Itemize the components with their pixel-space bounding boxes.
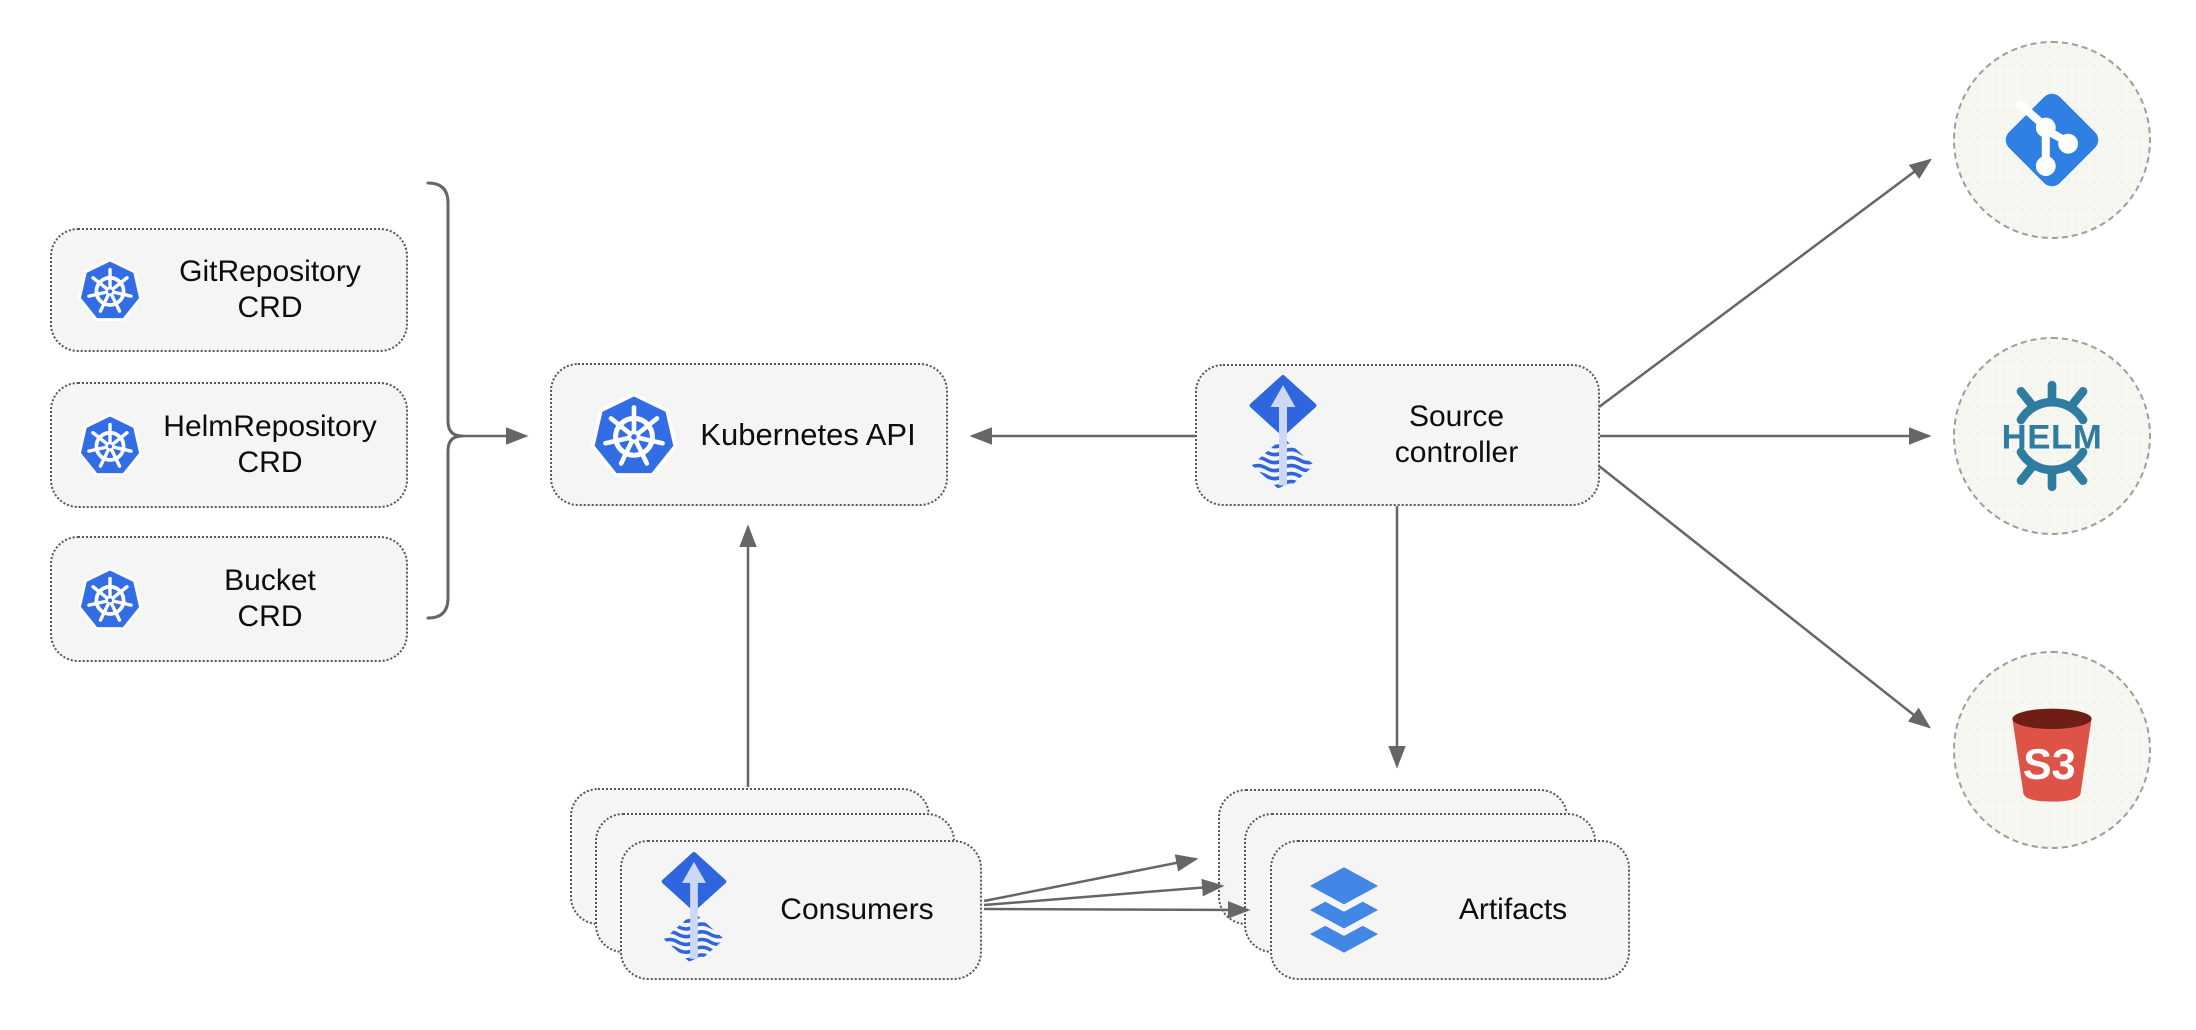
consumers-label: Consumers (780, 893, 934, 926)
git-source-circle (1953, 41, 2151, 239)
bucket-crd-node: Bucket CRD (50, 536, 408, 662)
helm-source-circle: HELM (1953, 337, 2151, 535)
gitrepository-crd-node: GitRepository CRD (50, 228, 408, 352)
kubernetes-api-label: Kubernetes API (700, 416, 916, 452)
crd2-line2: CRD (237, 600, 303, 633)
arrow-consumers-to-artifacts-2 (983, 878, 1225, 907)
git-icon (2005, 93, 2099, 187)
crd0-line1: GitRepository (179, 255, 361, 288)
s3-label: S3 (2022, 741, 2077, 789)
crd2-line1: Bucket (224, 564, 316, 597)
crd1-line1: HelmRepository (163, 410, 377, 443)
arrow-source-controller-to-s3 (1598, 465, 1931, 729)
flux-icon (654, 852, 734, 968)
source-line1: Source (1408, 400, 1505, 433)
kubernetes-icon (588, 389, 680, 481)
source-line2: controller (1394, 436, 1519, 469)
layers-icon (1290, 858, 1398, 962)
helm-icon: HELM (2002, 380, 2103, 492)
flux-icon (1241, 375, 1325, 495)
arrow-consumers-to-artifacts-3 (983, 901, 1251, 919)
gitrepository-crd-label: GitRepository CRD (144, 254, 406, 326)
arrow-consumers-to-artifacts-1 (983, 854, 1199, 903)
crd1-line2: CRD (237, 446, 303, 479)
helm-label: HELM (2002, 418, 2103, 456)
kubernetes-api-node: Kubernetes API (550, 363, 948, 506)
artifacts-node: Artifacts (1270, 840, 1630, 980)
kubernetes-icon (76, 565, 144, 633)
kubernetes-icon (76, 256, 144, 324)
s3-bucket-icon: S3 (2012, 708, 2092, 802)
bucket-crd-label: Bucket CRD (144, 563, 406, 635)
helmrepository-crd-label: HelmRepository CRD (144, 409, 406, 481)
crd0-line2: CRD (237, 291, 303, 324)
crd-group-bracket (426, 181, 464, 620)
s3-source-circle: S3 (1953, 651, 2151, 849)
source-controller-label: Source controller (1325, 399, 1598, 471)
consumers-node: Consumers (620, 840, 982, 980)
artifacts-label: Artifacts (1458, 893, 1568, 926)
kubernetes-icon (76, 411, 144, 479)
helmrepository-crd-node: HelmRepository CRD (50, 382, 408, 508)
arrow-source-controller-to-git (1598, 158, 1933, 409)
source-controller-node: Source controller (1195, 364, 1600, 506)
